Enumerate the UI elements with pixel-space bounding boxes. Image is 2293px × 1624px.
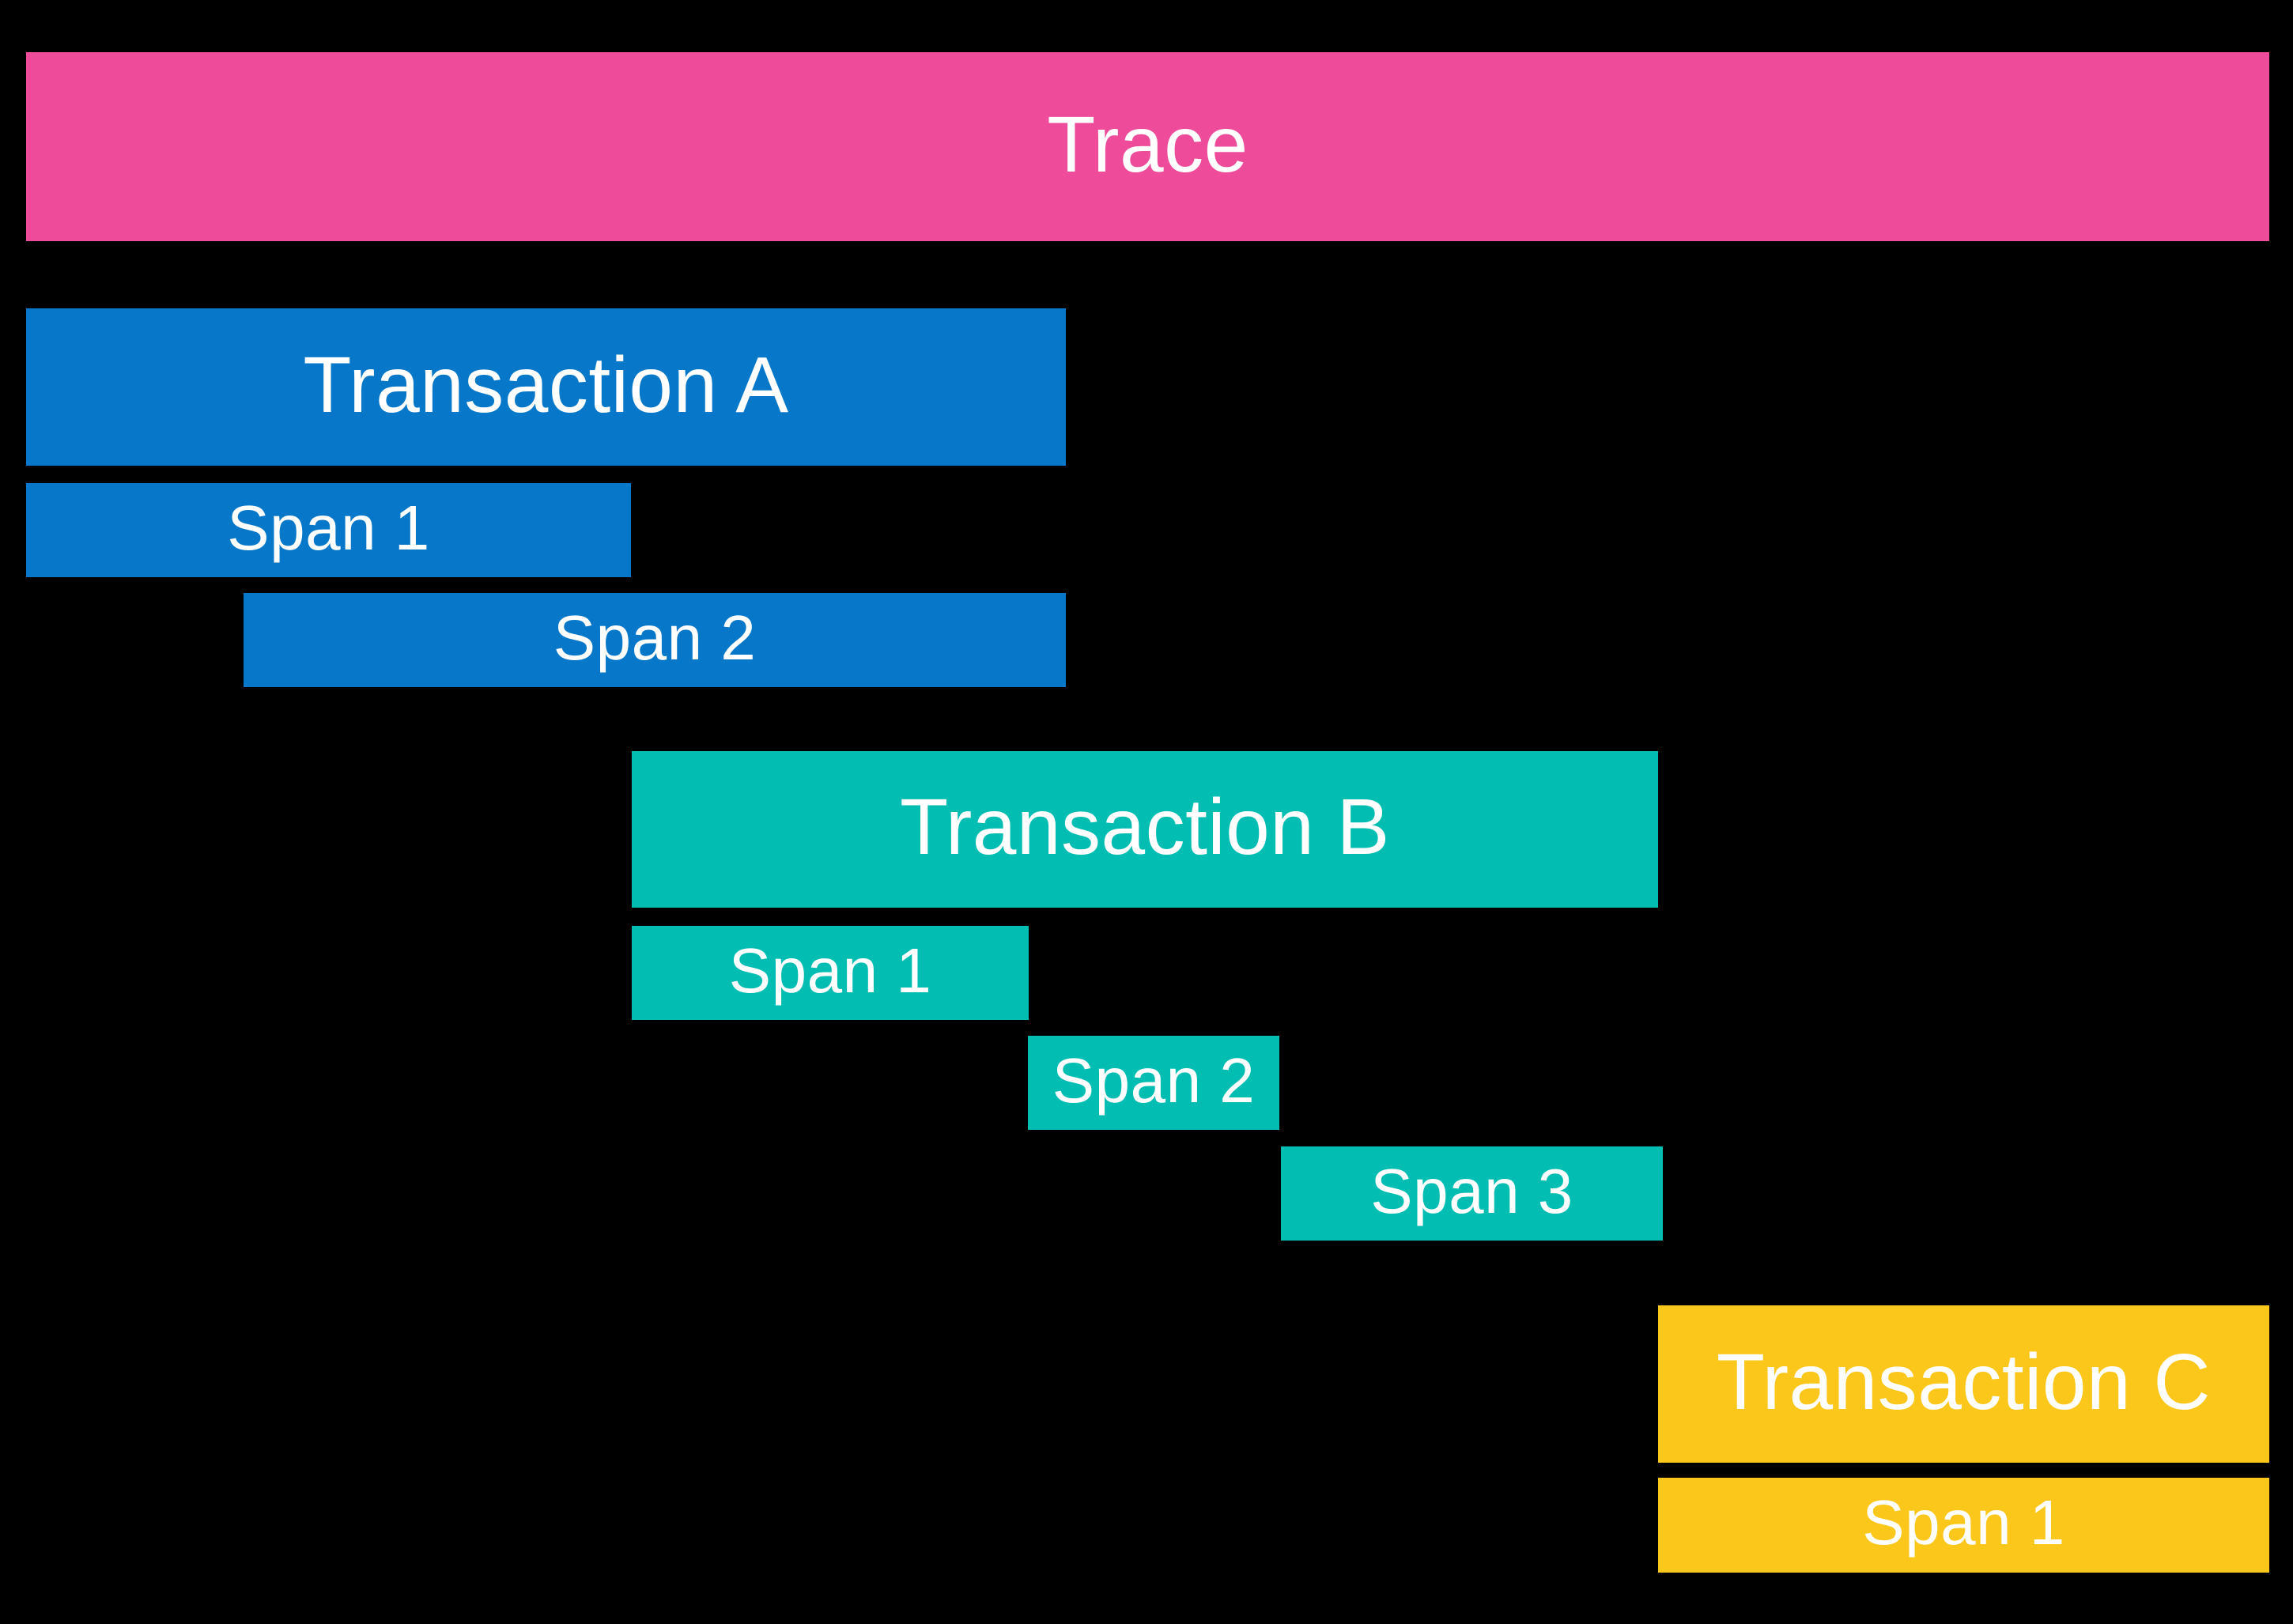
transaction-c-span-1-bar-label: Span 1 (1862, 1487, 2065, 1558)
trace-bar-label: Trace (1047, 100, 1248, 189)
transaction-b-span-1-bar-label: Span 1 (728, 935, 932, 1006)
transaction-b-span-3-bar-label: Span 3 (1370, 1155, 1573, 1226)
transaction-b-span-2-bar-label: Span 2 (1052, 1044, 1256, 1116)
transaction-b-bar: Transaction B (632, 751, 1658, 908)
transaction-a-bar: Transaction A (26, 308, 1066, 466)
transaction-b-span-3-bar: Span 3 (1281, 1146, 1663, 1241)
transaction-b-bar-label: Transaction B (900, 783, 1390, 871)
transaction-c-bar-label: Transaction C (1716, 1337, 2212, 1426)
transaction-b-span-2-bar: Span 2 (1028, 1036, 1279, 1130)
transaction-a-span-2-bar-label: Span 2 (553, 602, 757, 673)
transaction-b-span-1-bar: Span 1 (632, 926, 1029, 1020)
transaction-a-span-1-bar: Span 1 (26, 483, 631, 577)
transaction-a-span-1-bar-label: Span 1 (227, 492, 430, 563)
transaction-c-bar: Transaction C (1658, 1305, 2269, 1463)
trace-bar: Trace (26, 52, 2269, 241)
transaction-a-bar-label: Transaction A (303, 340, 789, 429)
transaction-a-span-2-bar: Span 2 (244, 593, 1066, 687)
transaction-c-span-1-bar: Span 1 (1658, 1478, 2269, 1573)
